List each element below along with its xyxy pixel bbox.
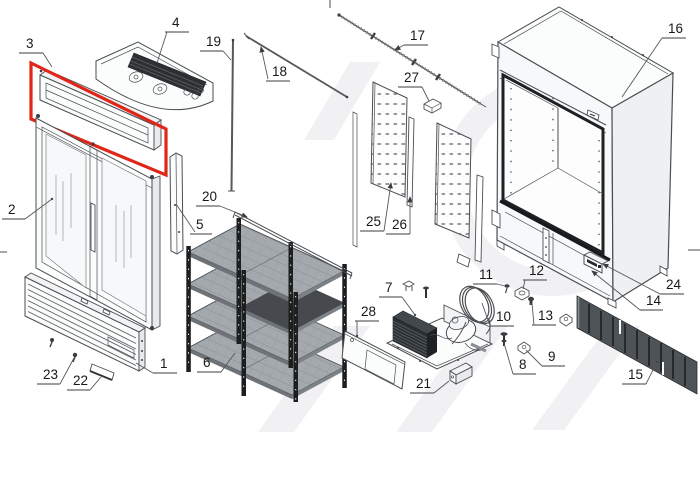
callout-7[interactable]: 7 bbox=[379, 280, 417, 317]
callout-17[interactable]: 17 bbox=[394, 28, 428, 51]
part-6-shelf-rack bbox=[186, 218, 347, 402]
callout-26[interactable]: 26 bbox=[386, 196, 413, 235]
part-13-grommet bbox=[528, 296, 534, 305]
callout-15[interactable]: 15 bbox=[622, 360, 659, 385]
svg-text:12: 12 bbox=[529, 263, 544, 278]
part-25-perforated-panels bbox=[352, 81, 472, 248]
callout-27[interactable]: 27 bbox=[398, 70, 430, 102]
part-17-heater-rod bbox=[329, 0, 487, 108]
part-15-rear-louver-panel bbox=[576, 295, 698, 395]
rack-shelves bbox=[186, 223, 346, 399]
callout-25[interactable]: 25 bbox=[360, 182, 393, 232]
svg-text:23: 23 bbox=[43, 367, 58, 382]
callout-20[interactable]: 20 bbox=[196, 189, 248, 218]
condenser-coil bbox=[392, 310, 438, 359]
red-highlight-box bbox=[29, 60, 168, 178]
svg-text:20: 20 bbox=[202, 189, 217, 204]
callout-3[interactable]: 3 bbox=[19, 36, 53, 68]
svg-text:11: 11 bbox=[479, 267, 493, 282]
callout-2[interactable]: 2 bbox=[2, 197, 54, 220]
callout-28[interactable]: 28 bbox=[355, 304, 379, 338]
svg-text:27: 27 bbox=[404, 70, 419, 85]
svg-text:18: 18 bbox=[272, 64, 287, 79]
svg-text:7: 7 bbox=[385, 280, 393, 295]
svg-text:28: 28 bbox=[361, 304, 376, 319]
callout-22[interactable]: 22 bbox=[67, 373, 102, 391]
part-2-glass-doors bbox=[0, 114, 161, 331]
part-5-mullion-post bbox=[169, 152, 184, 255]
callout-5[interactable]: 5 bbox=[175, 203, 212, 235]
door-handle bbox=[90, 202, 96, 253]
svg-text:4: 4 bbox=[172, 15, 180, 30]
part-26-strips bbox=[406, 116, 484, 268]
svg-text:21: 21 bbox=[416, 376, 431, 391]
part-28-side-panel bbox=[341, 330, 406, 390]
callout-6[interactable]: 6 bbox=[197, 352, 236, 373]
svg-text:5: 5 bbox=[196, 217, 204, 232]
callout-4[interactable]: 4 bbox=[156, 15, 189, 64]
part-23-screws bbox=[49, 338, 78, 363]
callout-8[interactable]: 8 bbox=[503, 342, 536, 375]
svg-text:19: 19 bbox=[206, 34, 221, 49]
callout-14[interactable]: 14 bbox=[591, 270, 663, 311]
svg-text:2: 2 bbox=[8, 202, 16, 217]
svg-text:9: 9 bbox=[548, 349, 556, 364]
part-7-condensing-unit bbox=[385, 280, 494, 370]
svg-text:17: 17 bbox=[410, 28, 425, 43]
callout-23[interactable]: 23 bbox=[37, 357, 75, 385]
part-4-lamp-tray bbox=[95, 41, 214, 111]
svg-text:15: 15 bbox=[628, 367, 643, 382]
svg-text:24: 24 bbox=[666, 277, 682, 292]
drain-box bbox=[582, 251, 610, 274]
svg-text:14: 14 bbox=[646, 293, 662, 308]
svg-text:3: 3 bbox=[26, 36, 34, 51]
svg-text:16: 16 bbox=[668, 21, 683, 36]
svg-text:13: 13 bbox=[538, 308, 553, 323]
fasteners-above-unit bbox=[401, 280, 429, 298]
part-21-box bbox=[449, 362, 473, 385]
part-20-rail bbox=[232, 211, 353, 280]
part-19-rod bbox=[228, 38, 235, 192]
callout-19[interactable]: 19 bbox=[200, 34, 232, 61]
svg-text:10: 10 bbox=[496, 309, 511, 324]
part-27-bracket bbox=[423, 98, 442, 114]
part-11-screw bbox=[504, 284, 510, 294]
callout-24[interactable]: 24 bbox=[602, 263, 684, 295]
callout-10[interactable]: 10 bbox=[481, 302, 514, 327]
svg-text:26: 26 bbox=[392, 217, 407, 232]
rack-posts bbox=[186, 218, 347, 402]
part-12-clip bbox=[514, 286, 530, 301]
callout-9[interactable]: 9 bbox=[525, 349, 565, 367]
part-18-rod bbox=[243, 32, 349, 99]
part-22-badge-plate bbox=[89, 363, 115, 381]
callout-11[interactable]: 11 bbox=[473, 267, 506, 287]
extra-clip bbox=[559, 313, 573, 327]
svg-text:8: 8 bbox=[519, 357, 527, 372]
callout-16[interactable]: 16 bbox=[621, 21, 686, 98]
part-10-coil bbox=[451, 285, 495, 345]
part-16-cabinet-body bbox=[491, 6, 700, 309]
callout-18[interactable]: 18 bbox=[259, 46, 290, 82]
svg-text:6: 6 bbox=[203, 355, 211, 370]
callout-13[interactable]: 13 bbox=[531, 302, 556, 326]
callout-12[interactable]: 12 bbox=[522, 263, 547, 290]
callout-1[interactable]: 1 bbox=[135, 356, 177, 374]
svg-text:22: 22 bbox=[73, 373, 88, 388]
callouts: 1 2 3 4 5 6 7 8 9 10 11 12 13 14 15 16 1… bbox=[2, 15, 686, 394]
part-1-louvered-grille bbox=[24, 272, 146, 372]
callout-21[interactable]: 21 bbox=[410, 376, 450, 394]
svg-text:25: 25 bbox=[366, 214, 381, 229]
svg-text:1: 1 bbox=[160, 356, 168, 371]
